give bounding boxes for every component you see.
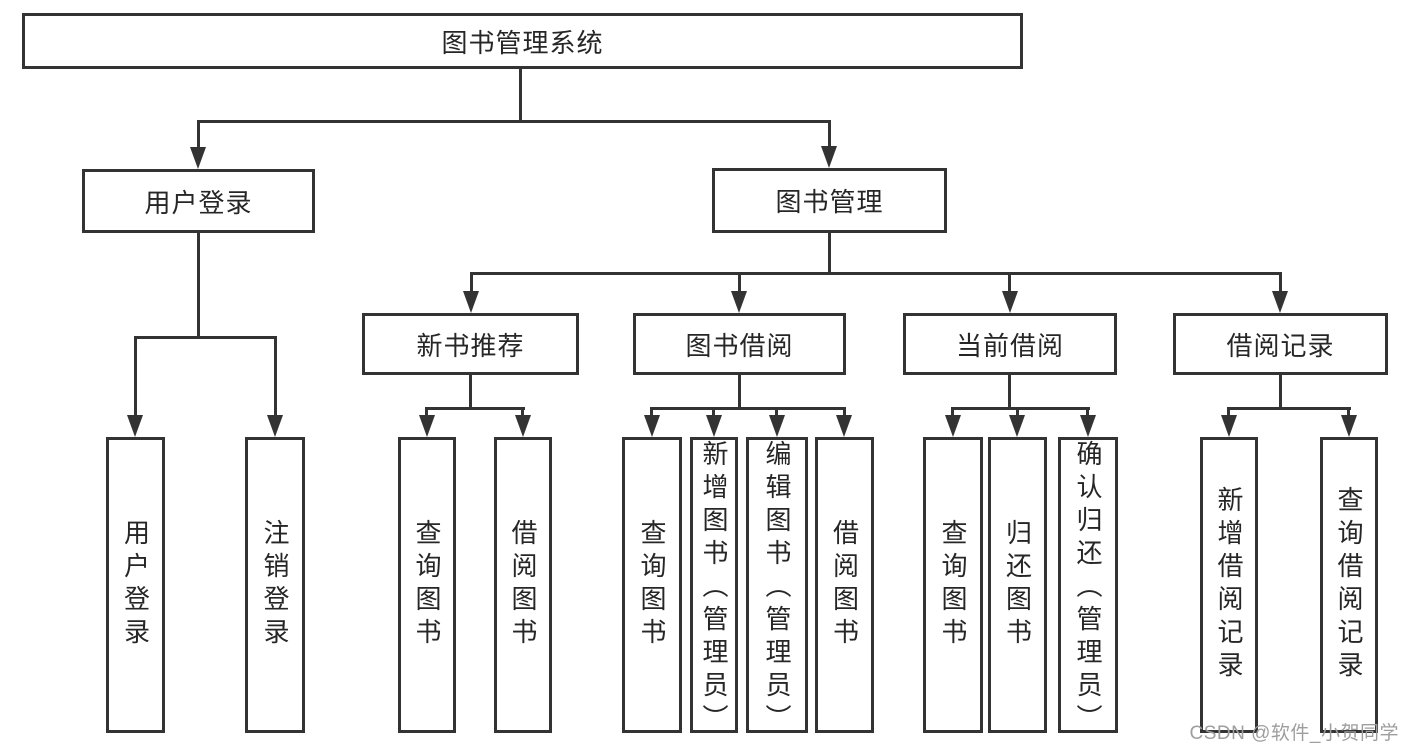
connector-book-management-split [470, 272, 1282, 275]
connector-recommend-drop [469, 375, 472, 408]
connector-stub [843, 407, 846, 417]
arrow-down-icon [1009, 415, 1025, 437]
connector-to-book-borrow [738, 272, 741, 292]
arrow-down-icon [644, 415, 660, 437]
leaf-user-login: 用户登录 [106, 437, 165, 733]
arrow-down-icon [127, 415, 143, 437]
connector-stub [425, 407, 428, 417]
connector-stub [951, 407, 954, 417]
connector-to-user-login [197, 120, 200, 150]
connector-records-drop [1279, 375, 1282, 408]
connector-to-borrow-records [1279, 272, 1282, 292]
arrow-down-icon [945, 415, 961, 437]
leaf-add-borrow-record: 新增借阅记录 [1200, 437, 1258, 733]
leaf-query-borrow-record: 查询借阅记录 [1320, 437, 1378, 733]
node-user-login: 用户登录 [82, 169, 315, 233]
connector-to-leaf-user-login [134, 336, 137, 416]
connector-borrow-split [650, 407, 846, 410]
leaf-borrow-book: 借阅图书 [815, 437, 874, 733]
connector-root-split [197, 120, 831, 123]
arrow-down-icon [267, 415, 283, 437]
arrow-down-icon [731, 291, 747, 313]
connector-to-leaf-logout [274, 336, 277, 416]
leaf-edit-book-admin: 编辑图书（管理员） [746, 437, 808, 737]
node-borrow-records: 借阅记录 [1173, 313, 1388, 375]
connector-book-management-drop [828, 233, 831, 274]
connector-stub [1086, 407, 1089, 417]
connector-stub [1227, 407, 1230, 417]
connector-stub [1347, 407, 1350, 417]
connector-stub [521, 407, 524, 417]
connector-current-drop [1008, 375, 1011, 408]
leaf-logout: 注销登录 [245, 437, 305, 733]
connector-root-drop [519, 69, 522, 121]
connector-user-login-drop [197, 233, 200, 336]
leaf-query-book-recommend: 查询图书 [398, 437, 456, 733]
connector-stub [775, 407, 778, 417]
connector-current-split [951, 407, 1090, 410]
leaf-query-book-current: 查询图书 [923, 437, 983, 733]
arrow-down-icon [836, 415, 852, 437]
arrow-down-icon [1272, 291, 1288, 313]
node-new-book-recommend: 新书推荐 [362, 313, 579, 375]
node-current-borrow: 当前借阅 [903, 313, 1117, 375]
connector-to-new-book-recommend [470, 272, 473, 292]
arrow-down-icon [1080, 415, 1096, 437]
leaf-confirm-return-admin: 确认归还（管理员） [1058, 437, 1118, 737]
node-book-management: 图书管理 [712, 168, 947, 233]
arrow-down-icon [1341, 415, 1357, 437]
arrow-down-icon [463, 291, 479, 313]
connector-recommend-split [425, 407, 525, 410]
connector-to-book-management [828, 120, 831, 149]
leaf-borrow-book-recommend: 借阅图书 [494, 437, 552, 733]
arrow-down-icon [1002, 291, 1018, 313]
leaf-add-book-admin: 新增图书（管理员） [690, 437, 738, 737]
connector-stub [712, 407, 715, 417]
arrow-down-icon [515, 415, 531, 437]
leaf-return-book: 归还图书 [988, 437, 1047, 733]
connector-to-current-borrow [1008, 272, 1011, 292]
connector-stub [1016, 407, 1019, 417]
leaf-query-book-borrow: 查询图书 [622, 437, 682, 733]
arrow-down-icon [769, 415, 785, 437]
arrow-down-icon [821, 146, 837, 168]
arrow-down-icon [706, 415, 722, 437]
csdn-watermark: CSDN @软件_小贺同学 [1189, 723, 1399, 744]
arrow-down-icon [190, 147, 206, 169]
connector-stub [650, 407, 653, 417]
connector-borrow-drop [738, 375, 741, 408]
node-book-borrow: 图书借阅 [633, 313, 846, 375]
connector-records-split [1227, 407, 1351, 410]
arrow-down-icon [1221, 415, 1237, 437]
connector-user-login-split [134, 336, 277, 339]
arrow-down-icon [419, 415, 435, 437]
node-root-system: 图书管理系统 [22, 13, 1023, 69]
